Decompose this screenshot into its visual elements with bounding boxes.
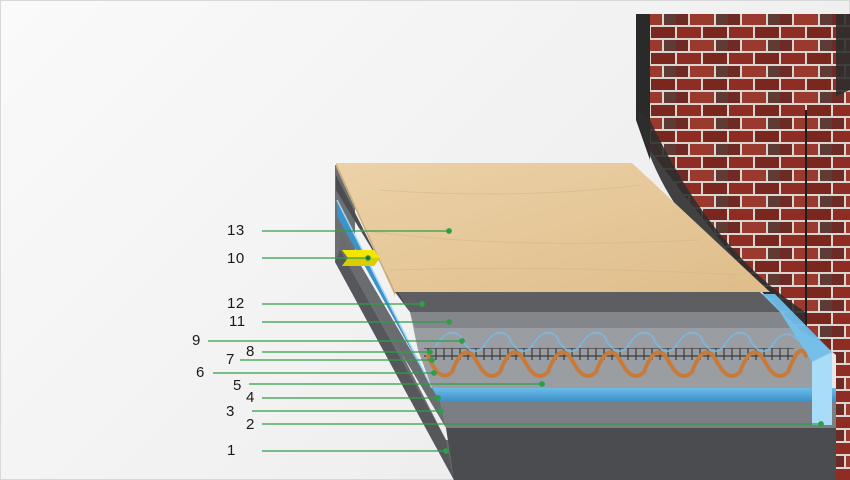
heating-pipes [426,331,808,378]
leader-dot-7 [429,357,435,363]
label-3: 3 [226,403,235,420]
leader-dot-2 [818,421,824,427]
label-12: 12 [227,295,245,312]
label-6: 6 [196,364,205,381]
leader-dot-6 [431,370,437,376]
label-2: 2 [246,416,255,433]
label-9: 9 [192,332,201,349]
label-1: 1 [227,442,236,459]
leader-dot-13 [446,228,452,234]
label-4: 4 [246,389,255,406]
leader-dot-3 [438,408,444,414]
leader-dot-1 [443,448,449,454]
leader-dot-4 [435,395,441,401]
label-5: 5 [233,377,242,394]
leader-dot-10 [365,255,371,261]
leader-dot-5 [539,381,545,387]
leader-dot-8 [427,349,433,355]
leader-dot-9 [459,338,465,344]
brick-wall [636,14,850,480]
wood-floor-panel [336,163,770,296]
label-10: 10 [227,250,245,267]
leader-dot-11 [446,319,452,325]
label-13: 13 [227,222,245,239]
label-8: 8 [246,343,255,360]
edge-insulation-strip [755,294,832,425]
floor-underlay [336,175,780,312]
base-slab [335,165,836,480]
leader-lines [208,228,824,454]
leader-dot-12 [419,301,425,307]
label-11: 11 [229,313,246,330]
label-7: 7 [226,351,235,368]
lower-screed-layer [340,230,836,428]
